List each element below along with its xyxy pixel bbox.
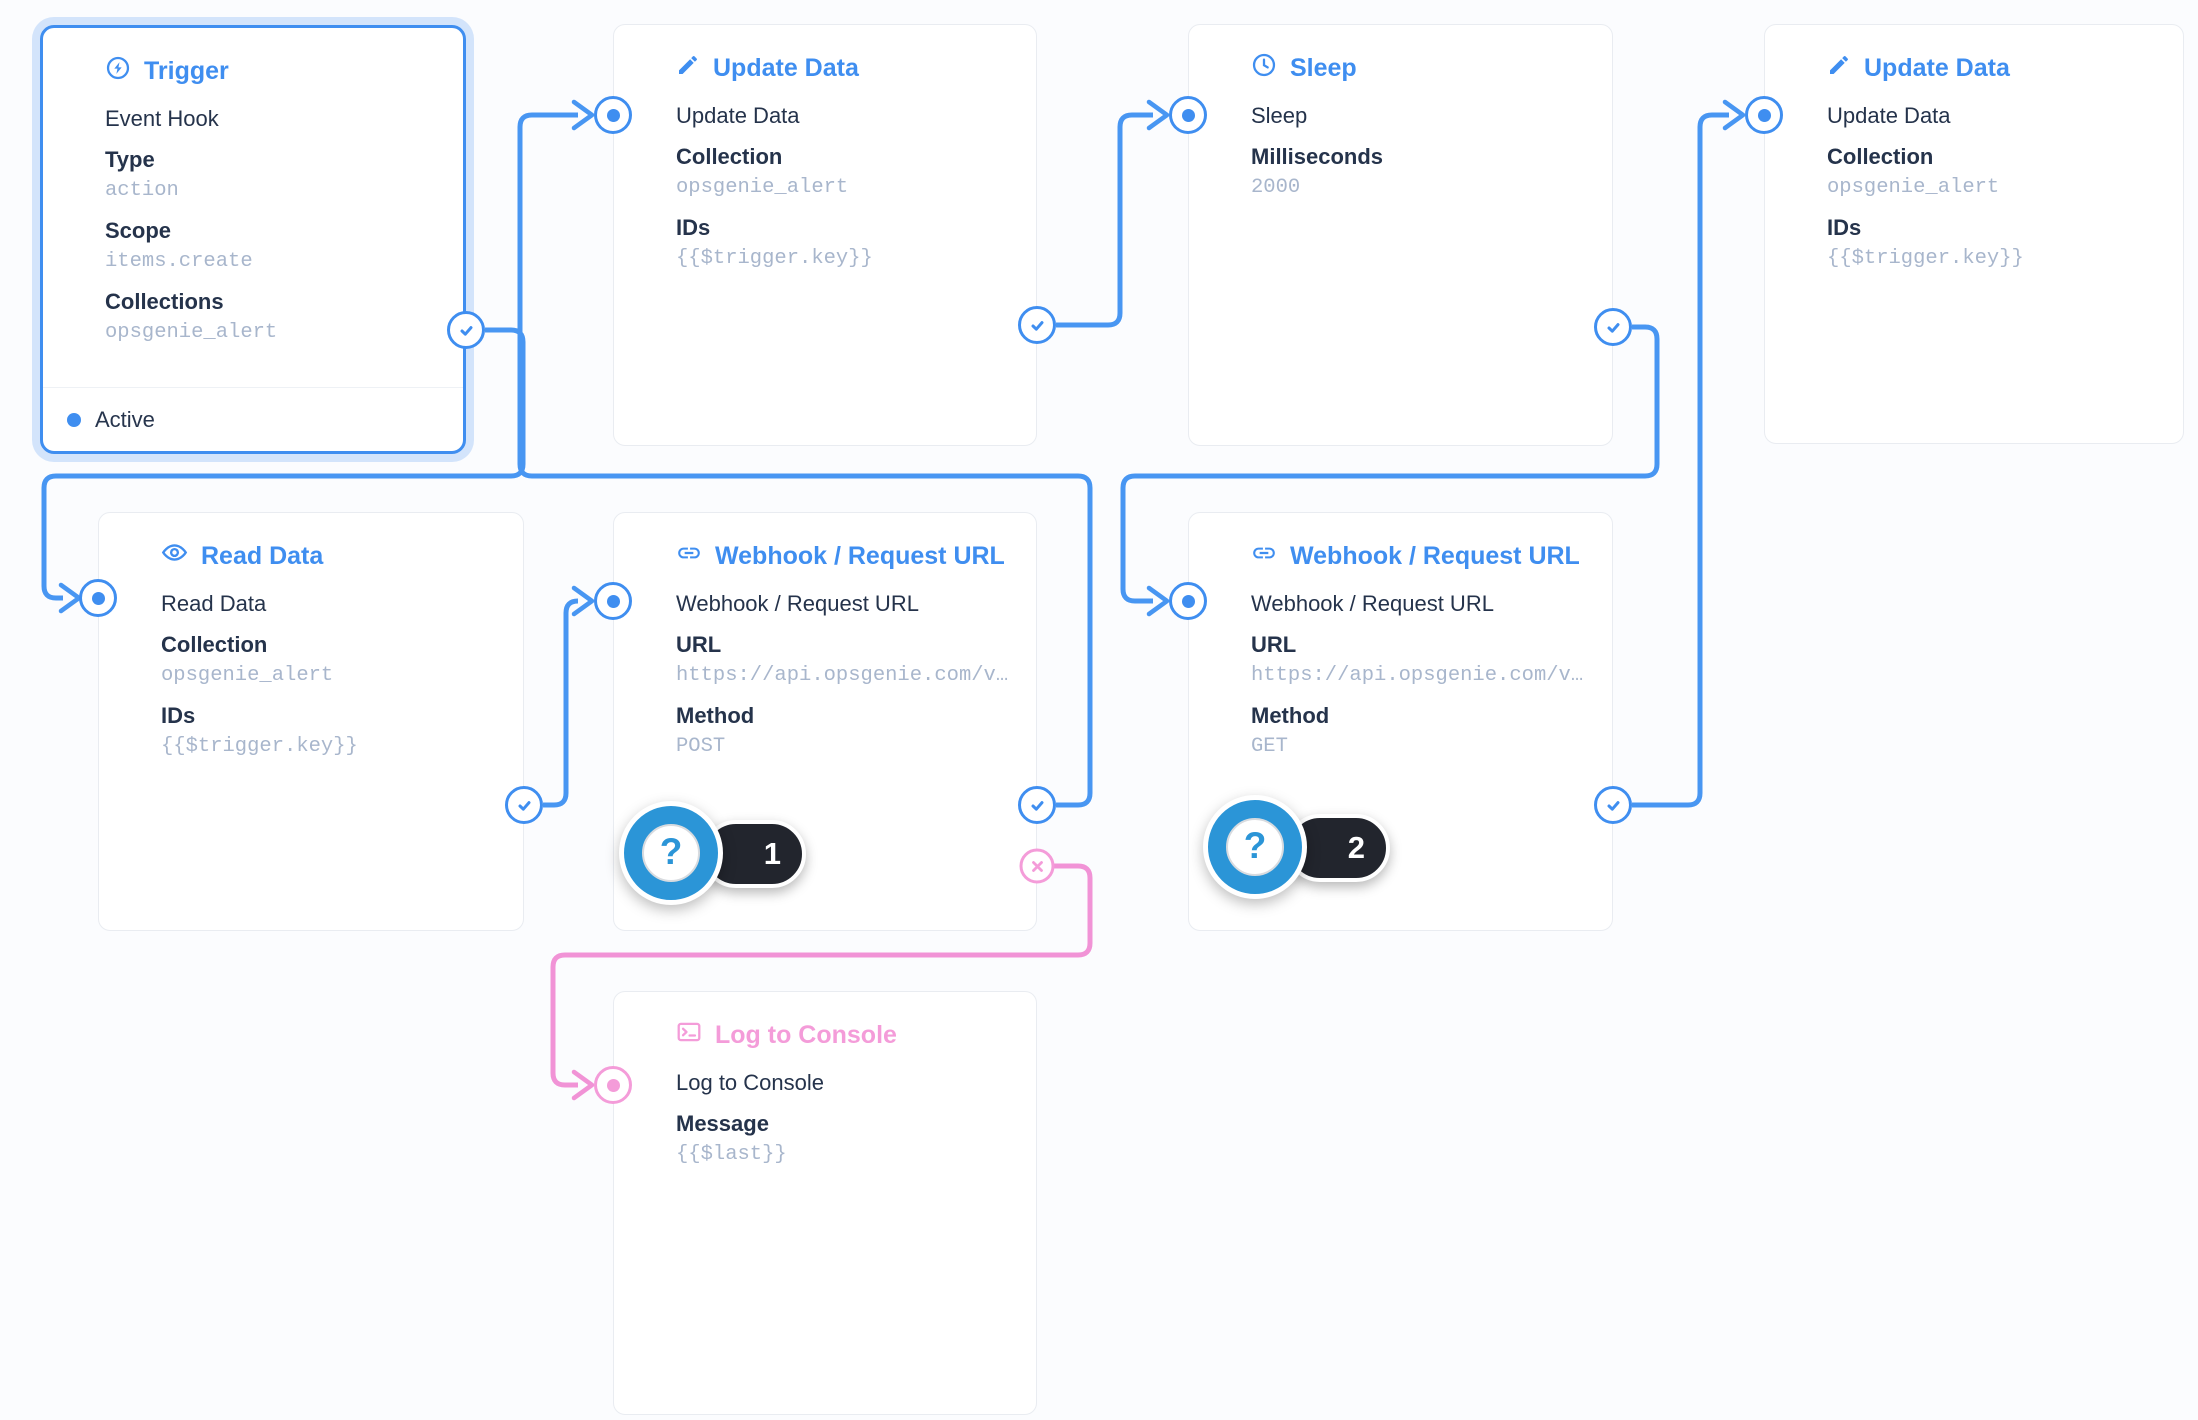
field-label: Scope	[105, 218, 172, 243]
field-label: Message	[676, 1111, 769, 1136]
field-value: opsgenie_alert	[1827, 176, 2000, 199]
input-port-update-data-1[interactable]	[594, 96, 632, 134]
field-label: Method	[676, 703, 755, 728]
question-mark-icon: ?	[1203, 795, 1307, 899]
operation-name: Sleep	[1251, 103, 1308, 128]
operation-name: Webhook / Request URL	[676, 591, 919, 616]
field-label: IDs	[161, 703, 196, 728]
operation-name: Update Data	[1827, 103, 1951, 128]
field-label: Collection	[161, 632, 268, 657]
field-label: Method	[1251, 703, 1330, 728]
card-title: Trigger	[144, 56, 229, 85]
field-value: POST	[676, 735, 726, 758]
field-value: {{$trigger.key}}	[676, 247, 873, 270]
eye-icon	[161, 539, 188, 573]
operation-name: Event Hook	[105, 106, 219, 131]
trigger-status-row: Active	[43, 387, 463, 451]
field-value: opsgenie_alert	[105, 321, 278, 344]
card-trigger-title-row: Trigger	[105, 54, 435, 88]
field-label: Collection	[1827, 144, 1934, 169]
input-port-webhook-get[interactable]	[1169, 582, 1207, 620]
badge-count: 1	[763, 836, 781, 871]
field-label: Collection	[676, 144, 783, 169]
resolve-port-trigger[interactable]	[447, 311, 485, 349]
field-value: {{$last}}	[676, 1143, 787, 1166]
pencil-icon	[1827, 53, 1851, 84]
clock-icon	[1251, 52, 1277, 85]
field-label: Type	[105, 147, 155, 172]
card-title: Update Data	[1864, 53, 2010, 82]
field-label: Collections	[105, 289, 224, 314]
question-mark-icon: ?	[619, 801, 723, 905]
bolt-circle-icon	[105, 55, 131, 88]
card-sleep[interactable]: Sleep Sleep Milliseconds 2000	[1188, 24, 1613, 446]
card-title: Read Data	[201, 541, 324, 570]
field-value: action	[105, 179, 179, 202]
card-title-row: Read Data	[161, 539, 495, 573]
field-value: 2000	[1251, 176, 1301, 199]
operation-name: Update Data	[676, 103, 800, 128]
input-port-log-to-console[interactable]	[594, 1066, 632, 1104]
field-value: https://api.opsgenie.com/v…	[1251, 664, 1584, 687]
badge-count: 2	[1347, 830, 1365, 865]
field-value: opsgenie_alert	[676, 176, 849, 199]
card-title: Sleep	[1290, 53, 1357, 82]
operation-name: Log to Console	[676, 1070, 824, 1095]
field-label: URL	[1251, 632, 1297, 657]
arrowhead-into-webhook-get	[1146, 585, 1170, 617]
input-port-update-data-2[interactable]	[1745, 96, 1783, 134]
card-update-data-2[interactable]: Update Data Update Data Collection opsge…	[1764, 24, 2184, 444]
card-title-row: Webhook / Request URL	[676, 539, 1008, 573]
link-icon	[1251, 540, 1277, 573]
card-title: Log to Console	[715, 1020, 897, 1049]
terminal-icon	[676, 1019, 702, 1052]
active-status-dot	[67, 412, 81, 427]
card-title: Webhook / Request URL	[1290, 541, 1580, 570]
field-label: IDs	[676, 215, 711, 240]
field-label: URL	[676, 632, 722, 657]
resolve-port-webhook-post[interactable]	[1018, 786, 1056, 824]
card-title-row: Update Data	[676, 51, 1008, 85]
input-port-sleep[interactable]	[1169, 96, 1207, 134]
arrowhead-into-update-data-2	[1722, 99, 1746, 131]
card-title-row: Log to Console	[676, 1018, 1008, 1052]
arrowhead-into-update-data-1	[571, 99, 595, 131]
card-trigger[interactable]: Trigger Event Hook Type action Scope ite…	[40, 25, 466, 454]
field-label: IDs	[1827, 215, 1862, 240]
operation-name: Webhook / Request URL	[1251, 591, 1494, 616]
field-label: Milliseconds	[1251, 144, 1384, 169]
input-port-webhook-post[interactable]	[594, 582, 632, 620]
resolve-port-sleep[interactable]	[1594, 308, 1632, 346]
field-value: opsgenie_alert	[161, 664, 334, 687]
card-title-row: Webhook / Request URL	[1251, 539, 1584, 573]
arrowhead-into-sleep	[1146, 99, 1170, 131]
arrowhead-into-webhook-post	[571, 585, 595, 617]
card-title-row: Sleep	[1251, 51, 1584, 85]
resolve-port-read-data[interactable]	[505, 786, 543, 824]
operation-name: Read Data	[161, 591, 267, 616]
link-icon	[676, 540, 702, 573]
pencil-icon	[676, 53, 700, 84]
card-update-data-1[interactable]: Update Data Update Data Collection opsge…	[613, 24, 1037, 446]
field-value: {{$trigger.key}}	[1827, 247, 2024, 270]
card-title: Update Data	[713, 53, 859, 82]
arrowhead-into-read-data	[58, 582, 82, 614]
card-title-row: Update Data	[1827, 51, 2155, 85]
resolve-port-webhook-get[interactable]	[1594, 786, 1632, 824]
reject-port-webhook-post[interactable]	[1019, 848, 1055, 884]
card-read-data[interactable]: Read Data Read Data Collection opsgenie_…	[98, 512, 524, 931]
card-log-to-console[interactable]: Log to Console Log to Console Message {{…	[613, 991, 1037, 1415]
field-value: {{$trigger.key}}	[161, 735, 358, 758]
resolve-port-update-data-1[interactable]	[1018, 306, 1056, 344]
field-value: https://api.opsgenie.com/v…	[676, 664, 1009, 687]
card-title: Webhook / Request URL	[715, 541, 1005, 570]
status-badge: Active	[95, 406, 155, 432]
field-value: GET	[1251, 735, 1288, 758]
field-value: items.create	[105, 250, 253, 273]
arrowhead-into-log-to-console	[571, 1069, 595, 1101]
input-port-read-data[interactable]	[79, 579, 117, 617]
